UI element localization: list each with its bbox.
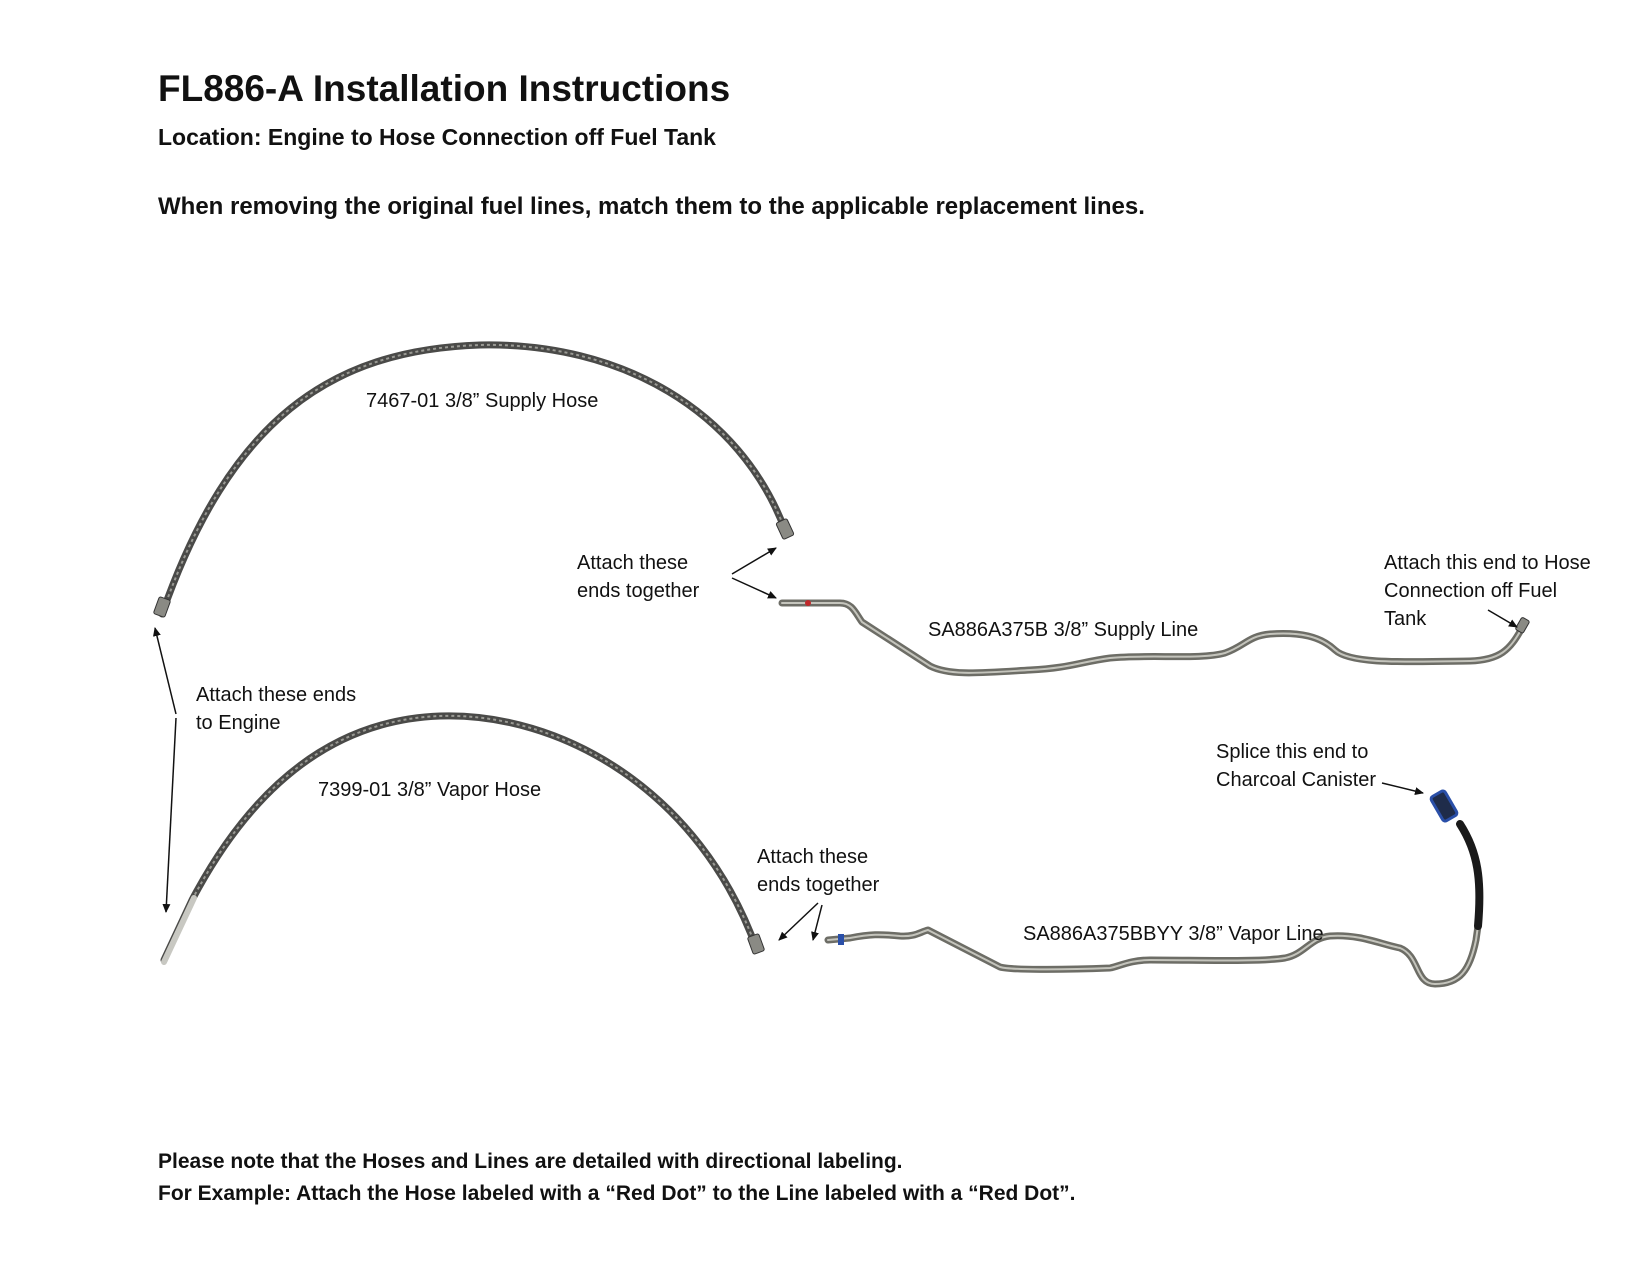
supply-hose-engine-fitting	[153, 596, 171, 618]
attach-tank-label: Attach this end to Hose Connection off F…	[1384, 549, 1591, 633]
arrow-top-to-line	[731, 577, 777, 599]
attach-together-top-line1: Attach these	[577, 552, 689, 574]
supply-line	[778, 599, 1530, 677]
arrow-top-to-hose	[731, 547, 777, 575]
location-subtitle: Location: Engine to Hose Connection off …	[158, 124, 716, 150]
arrow-bottom-to-hose	[778, 902, 819, 941]
supply-line-red-dot	[805, 600, 811, 606]
instruction-text: When removing the original fuel lines, m…	[158, 193, 1145, 220]
vapor-hose-line-fitting	[747, 933, 765, 955]
attach-together-bottom-line1: Attach these	[757, 846, 869, 868]
vapor-line-label: SA886A375BBYY 3/8” Vapor Line	[1023, 923, 1324, 945]
attach-engine-line1: Attach these ends	[196, 684, 357, 706]
vapor-hose-engine-tube	[161, 895, 197, 965]
supply-line-label: SA886A375B 3/8” Supply Line	[928, 619, 1199, 641]
attach-tank-line2: Connection off Fuel	[1384, 580, 1558, 602]
attach-together-bottom-line2: ends together	[757, 874, 880, 896]
attach-together-top-line2: ends together	[577, 580, 700, 602]
arrow-engine-down	[162, 717, 177, 913]
attach-tank-line3: Tank	[1384, 608, 1427, 630]
attach-tank-line1: Attach this end to Hose	[1384, 552, 1591, 574]
supply-line-tank-fitting	[1515, 617, 1530, 634]
attach-together-top-label: Attach these ends together	[577, 549, 699, 605]
vapor-line-canister-fitting	[1429, 789, 1459, 823]
note-line-2: For Example: Attach the Hose labeled wit…	[158, 1182, 1076, 1205]
annotation-arrows	[153, 547, 1518, 941]
arrow-canister	[1381, 782, 1424, 795]
supply-hose-label: 7467-01 3/8” Supply Hose	[366, 390, 599, 412]
vapor-hose-label: 7399-01 3/8” Vapor Hose	[318, 779, 542, 801]
page-title: FL886-A Installation Instructions	[158, 68, 731, 109]
supply-hose	[153, 341, 795, 618]
splice-canister-line2: Charcoal Canister	[1216, 769, 1377, 791]
attach-engine-label: Attach these ends to Engine	[196, 681, 356, 737]
supply-hose-line-fitting	[775, 518, 795, 540]
splice-canister-label: Splice this end to Charcoal Canister	[1216, 738, 1376, 794]
arrow-bottom-to-line	[811, 904, 823, 941]
vapor-line-blue-band	[838, 934, 844, 945]
vapor-line-black-hose	[1456, 820, 1484, 930]
arrow-engine-up	[153, 627, 177, 715]
attach-together-bottom-label: Attach these ends together	[757, 843, 879, 899]
attach-engine-line2: to Engine	[196, 712, 281, 734]
vapor-hose	[160, 712, 765, 965]
note-line-1: Please note that the Hoses and Lines are…	[158, 1150, 903, 1173]
vapor-line	[824, 789, 1484, 988]
splice-canister-line1: Splice this end to	[1216, 741, 1369, 763]
arrow-tank	[1487, 609, 1518, 628]
